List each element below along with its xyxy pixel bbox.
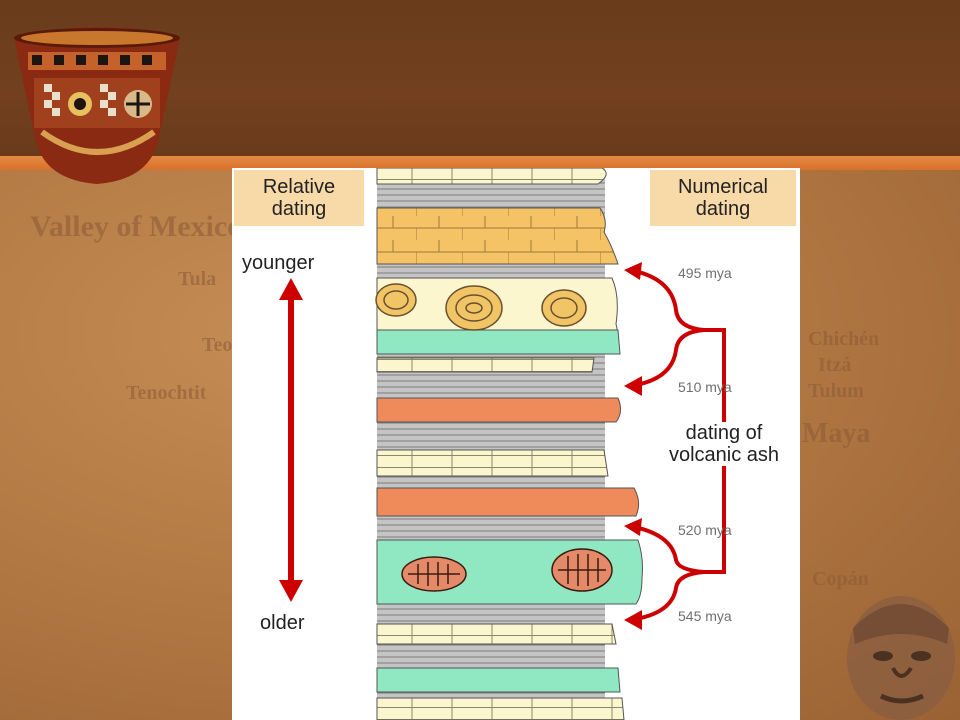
- map-label-tulum: Tulum: [808, 380, 864, 402]
- rock-column: [376, 168, 643, 720]
- numerical-dating-heading: Numerical dating: [650, 170, 796, 226]
- olmec-head-image: [847, 596, 955, 720]
- map-label-valley: Valley of Mexico: [30, 210, 243, 243]
- older-label: older: [260, 612, 305, 634]
- date-label-545: 545 mya: [678, 608, 732, 624]
- brachiopod-fossils: [375, 283, 587, 331]
- map-label-chichen: Chichén: [808, 328, 880, 350]
- map-label-maya: Maya: [802, 418, 871, 449]
- strata-and-arrows: [279, 168, 726, 720]
- stratigraphy-diagram: Relative dating Numerical dating younger…: [232, 168, 800, 720]
- relative-age-arrow: [279, 278, 303, 602]
- painted-bowl-image: [14, 27, 180, 184]
- date-label-510: 510 mya: [678, 379, 732, 395]
- map-label-teo: Teo: [202, 334, 233, 356]
- map-label-copan: Copán: [812, 568, 869, 590]
- younger-label: younger: [242, 252, 315, 274]
- numerical-dating-label: Numerical dating: [677, 176, 769, 220]
- date-arrowheads: [624, 262, 642, 630]
- banner-stripe: [0, 156, 960, 170]
- map-label-tenochtitlan: Tenochtit: [126, 382, 207, 404]
- map-label-itza: Itzá: [818, 354, 852, 376]
- trilobite-fossils: [401, 548, 613, 592]
- volcanic-ash-label: dating of volcanic ash: [644, 422, 800, 466]
- relative-dating-label: Relative dating: [262, 176, 336, 220]
- map-label-tula: Tula: [178, 268, 217, 290]
- date-label-520: 520 mya: [678, 522, 732, 538]
- relative-dating-heading: Relative dating: [234, 170, 364, 226]
- date-label-495: 495 mya: [678, 265, 732, 281]
